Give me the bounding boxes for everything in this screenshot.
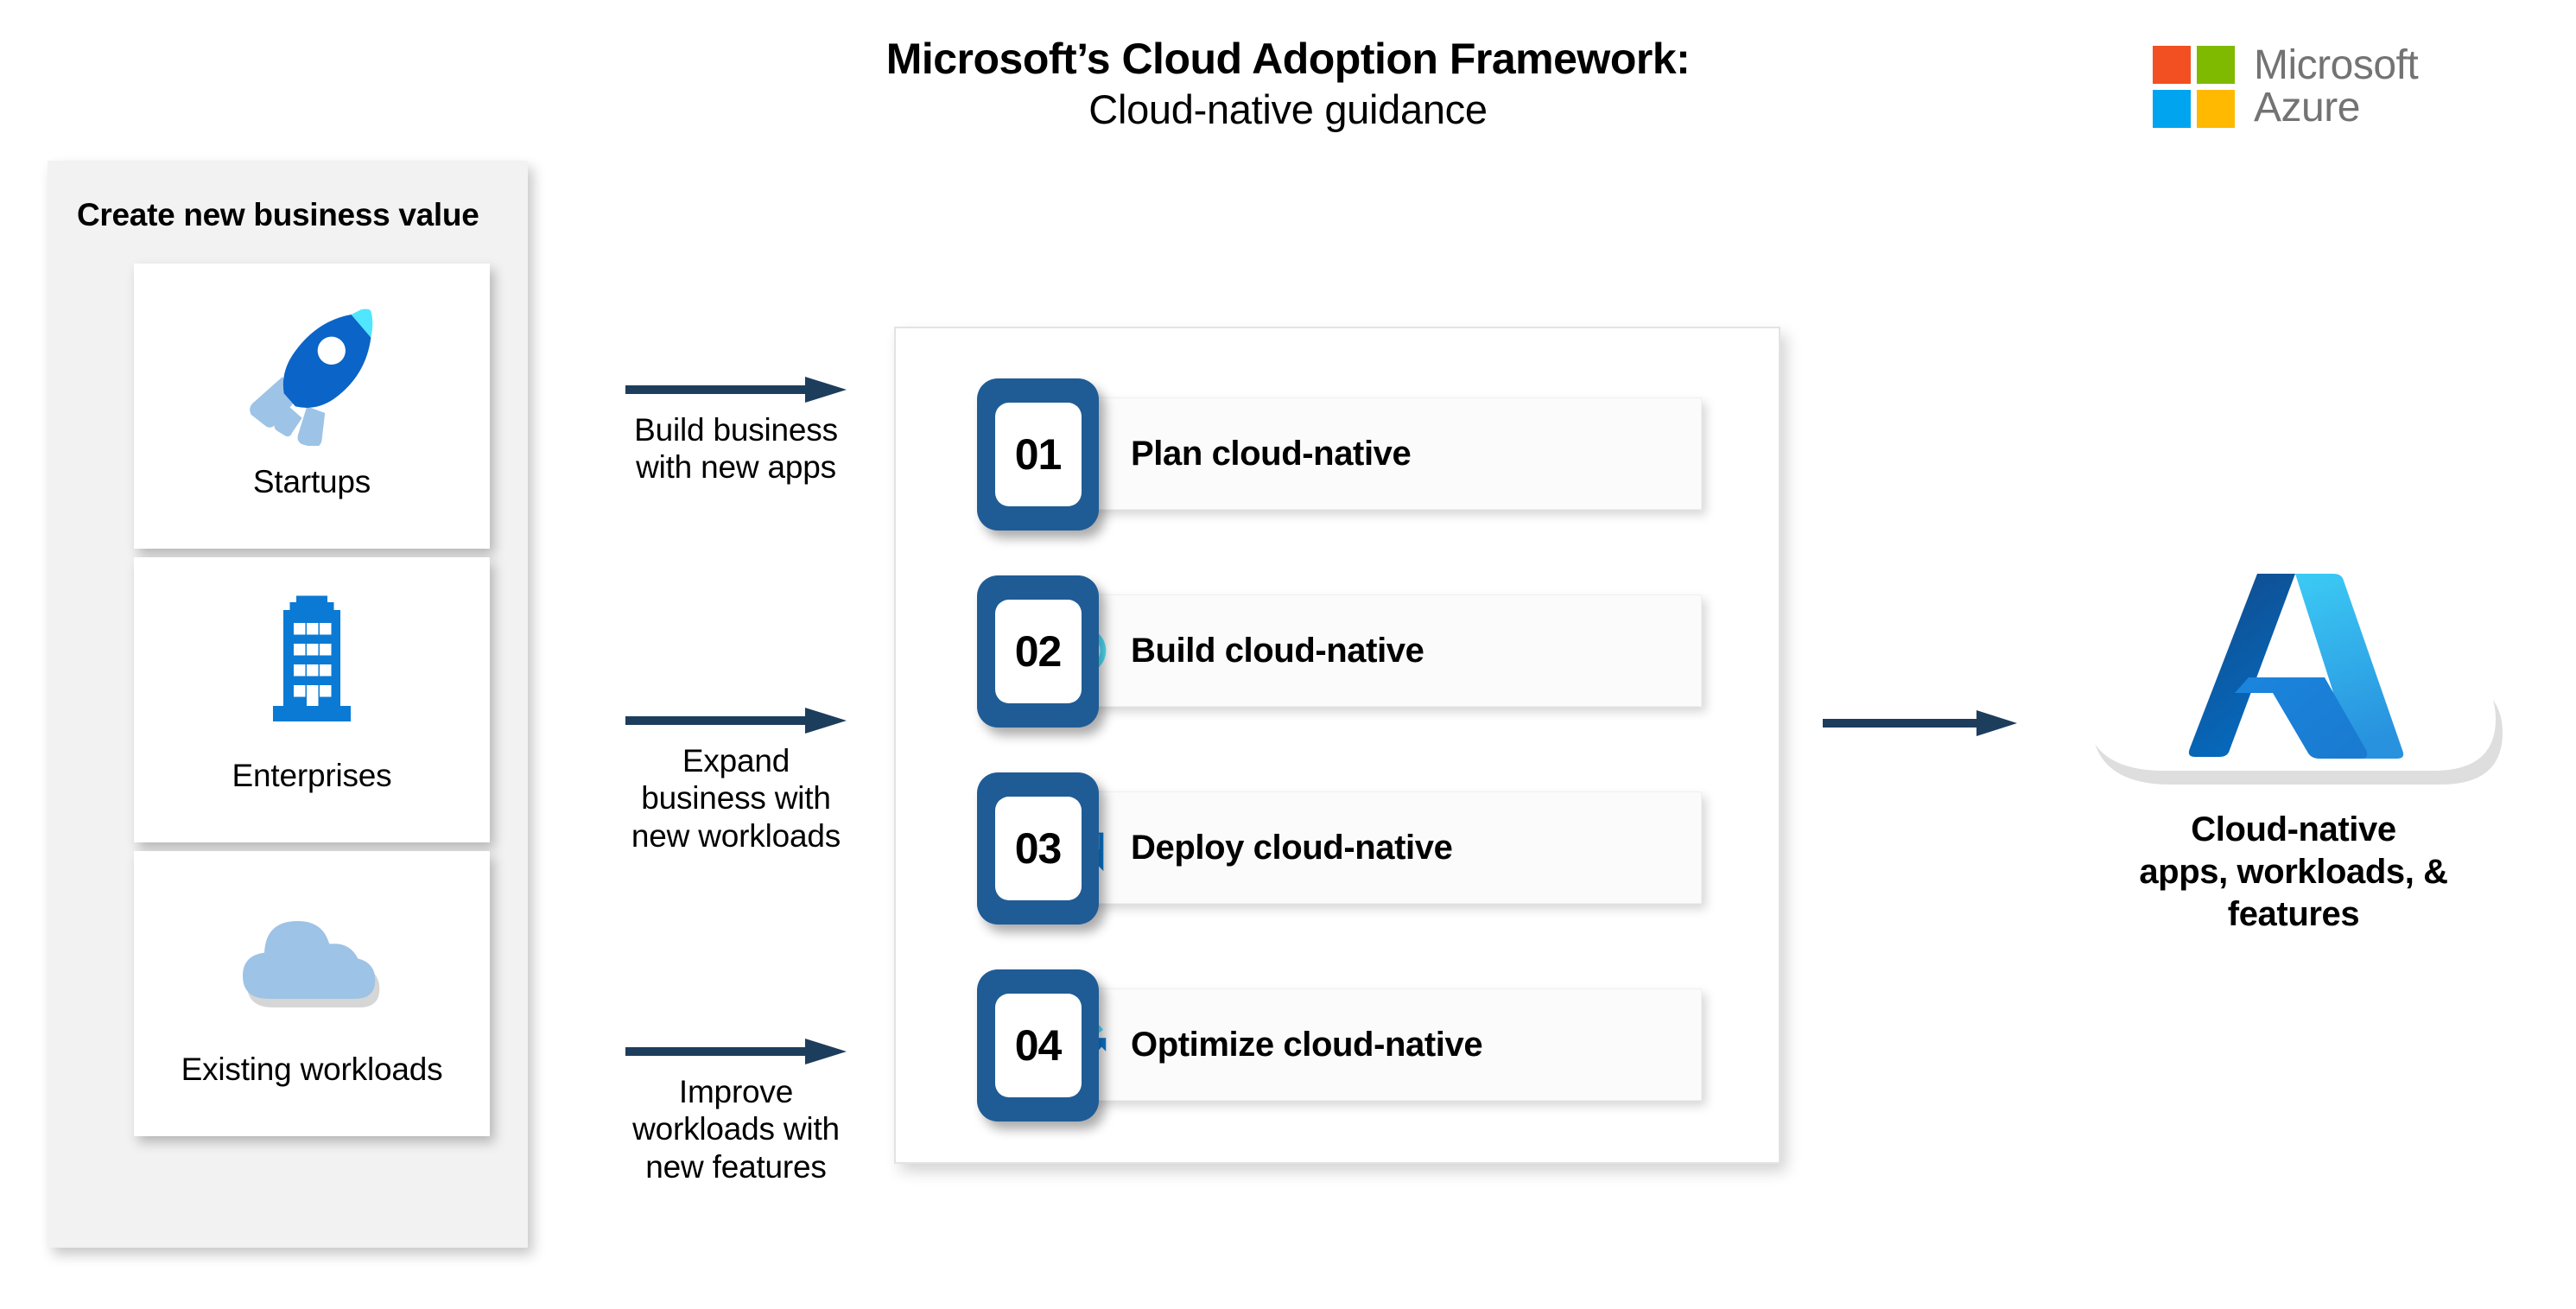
cloud-native-steps-panel: Plan cloud-native 01: [894, 327, 1780, 1164]
step-number: 04: [1014, 1021, 1063, 1070]
flow-label-line-1: Build business: [634, 412, 838, 448]
right-arrow-icon: [625, 708, 847, 734]
output-caption-line-1: Cloud-native: [2191, 810, 2396, 848]
microsoft-logo-squares: [2153, 46, 2235, 129]
right-arrow-icon: [625, 377, 847, 403]
office-building-icon: [134, 557, 490, 758]
step-badge[interactable]: 04: [977, 969, 1099, 1122]
step-row[interactable]: Plan cloud-native 01: [896, 378, 1779, 534]
segment-card-label: Enterprises: [232, 758, 392, 793]
step-number: 01: [1014, 430, 1063, 479]
flow-label-line-3: new features: [645, 1148, 827, 1185]
segment-card-enterprises[interactable]: Enterprises: [134, 557, 490, 842]
step-badge-inner: 04: [994, 994, 1082, 1097]
step-bar[interactable]: Build cloud-native: [1019, 594, 1702, 707]
create-new-business-value-panel: Create new business value Startups: [48, 161, 528, 1248]
rocket-icon: [134, 264, 490, 464]
step-number: 03: [1014, 824, 1063, 873]
brand-wordmark: Microsoft Azure: [2254, 42, 2419, 130]
step-badge[interactable]: 03: [977, 772, 1099, 925]
output-block: Cloud-native apps, workloads, & features: [2034, 518, 2553, 935]
output-right-arrow-icon: [1823, 710, 2017, 736]
cloud-icon: [134, 851, 490, 1052]
brand-name-microsoft: Microsoft: [2254, 42, 2419, 88]
flow-label-line-1: Expand: [682, 743, 790, 778]
step-row[interactable]: Build cloud-native 02: [896, 575, 1779, 731]
output-caption-line-2: apps, workloads, &: [2139, 852, 2448, 891]
step-bar[interactable]: Deploy cloud-native: [1019, 791, 1702, 904]
flow-build-business: Build business with new apps: [589, 373, 883, 486]
step-row[interactable]: Optimize cloud-native 04: [896, 969, 1779, 1125]
step-badge-inner: 02: [994, 600, 1082, 703]
blue-square-icon: [2153, 90, 2191, 129]
flow-expand-business: Expand business with new workloads: [589, 704, 883, 855]
flow-label-line-2: workloads with: [632, 1111, 840, 1147]
flow-label-line-1: Improve: [678, 1074, 794, 1109]
segment-card-existing-workloads[interactable]: Existing workloads: [134, 851, 490, 1136]
step-bar[interactable]: Optimize cloud-native: [1019, 988, 1702, 1101]
step-badge-inner: 01: [994, 403, 1082, 506]
azure-cloud-icon: [2084, 543, 2503, 785]
right-arrow-icon: [625, 1039, 847, 1064]
flow-improve-workloads: Improve workloads with new features: [589, 1035, 883, 1185]
green-square-icon: [2197, 46, 2235, 85]
output-caption: Cloud-native apps, workloads, & features: [2034, 809, 2553, 935]
brand-name-azure: Azure: [2254, 84, 2360, 130]
step-badge[interactable]: 02: [977, 575, 1099, 728]
yellow-square-icon: [2197, 90, 2235, 129]
step-label: Plan cloud-native: [1131, 434, 1412, 473]
flow-label-line-2: business with: [641, 780, 831, 817]
step-badge[interactable]: 01: [977, 378, 1099, 531]
segment-card-label: Startups: [252, 464, 371, 499]
left-panel-title: Create new business value: [77, 197, 479, 232]
red-square-icon: [2153, 46, 2191, 85]
step-bar[interactable]: Plan cloud-native: [1019, 397, 1702, 510]
flow-label-line-2: with new apps: [636, 449, 836, 486]
step-row[interactable]: Deploy cloud-native 03: [896, 772, 1779, 928]
step-number: 02: [1014, 627, 1063, 676]
step-label: Build cloud-native: [1131, 631, 1424, 670]
step-label: Optimize cloud-native: [1131, 1025, 1483, 1064]
step-badge-inner: 03: [994, 797, 1082, 900]
segment-card-label: Existing workloads: [181, 1052, 443, 1087]
flow-label-line-3: new workloads: [631, 817, 841, 854]
step-label: Deploy cloud-native: [1131, 828, 1453, 867]
segment-card-startups[interactable]: Startups: [134, 264, 490, 549]
microsoft-azure-logo: Microsoft Azure: [2153, 42, 2419, 130]
output-caption-line-3: features: [2227, 894, 2360, 933]
